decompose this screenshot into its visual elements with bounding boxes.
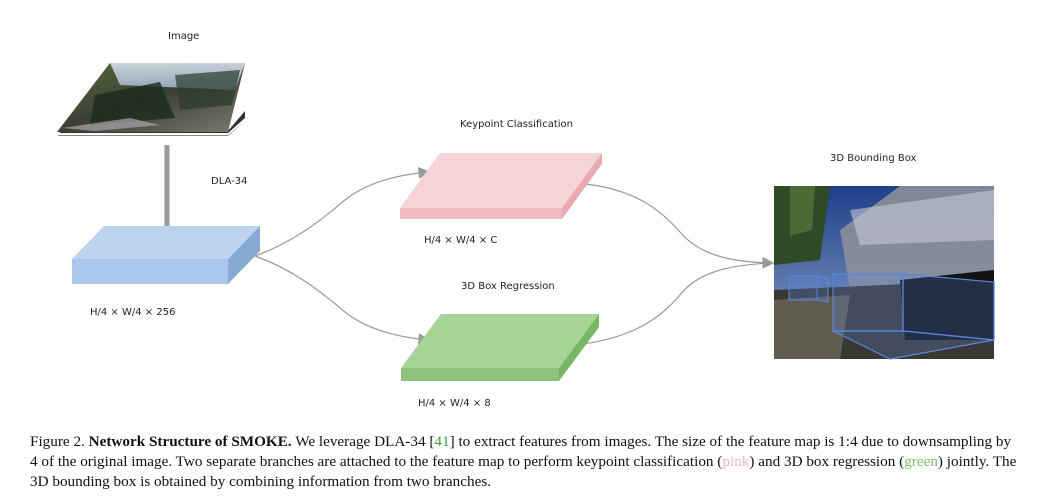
feature-map-box bbox=[72, 226, 260, 284]
network-diagram: Image DLA-34 H/4 × W/4 × 256 Keypoint Cl… bbox=[57, 31, 995, 409]
caption-green-word: green bbox=[904, 453, 938, 470]
backbone-label: DLA-34 bbox=[211, 176, 248, 187]
input-image bbox=[57, 63, 245, 136]
keypoint-dims-label: H/4 × W/4 × C bbox=[424, 235, 498, 246]
caption-pink-word: pink bbox=[722, 453, 750, 470]
regression-slab bbox=[401, 314, 599, 381]
caption-title: Network Structure of SMOKE. bbox=[88, 433, 292, 450]
bbox-overlay-near bbox=[832, 273, 995, 360]
caption-prefix: Figure 2. bbox=[30, 433, 85, 450]
regression-title: 3D Box Regression bbox=[461, 281, 555, 292]
keypoint-slab bbox=[400, 153, 602, 219]
diagram-canvas bbox=[57, 63, 995, 381]
merge-curve-regression bbox=[574, 262, 773, 346]
branch-curve-keypoint bbox=[254, 166, 431, 257]
figure-caption: Figure 2. Network Structure of SMOKE. We… bbox=[30, 432, 1020, 492]
image-label: Image bbox=[168, 31, 200, 42]
regression-dims-label: H/4 × W/4 × 8 bbox=[418, 398, 491, 409]
keypoint-title: Keypoint Classification bbox=[460, 119, 573, 130]
output-image bbox=[774, 186, 995, 360]
feature-dims-label: H/4 × W/4 × 256 bbox=[90, 307, 176, 318]
caption-text-1: We leverage DLA-34 [ bbox=[295, 433, 435, 450]
branch-curve-regression bbox=[254, 255, 431, 346]
caption-text-4: ) jointly. The 3D bounding box is obtain… bbox=[30, 453, 1017, 490]
merge-curve-keypoint bbox=[584, 183, 775, 269]
bbox-overlay-far bbox=[788, 275, 829, 303]
caption-text-2: ] to extract features from images. The s… bbox=[30, 433, 1012, 470]
citation-link[interactable]: 41 bbox=[434, 433, 450, 450]
caption-text-3: ) and 3D box regression ( bbox=[749, 453, 905, 470]
output-title: 3D Bounding Box bbox=[830, 153, 917, 164]
